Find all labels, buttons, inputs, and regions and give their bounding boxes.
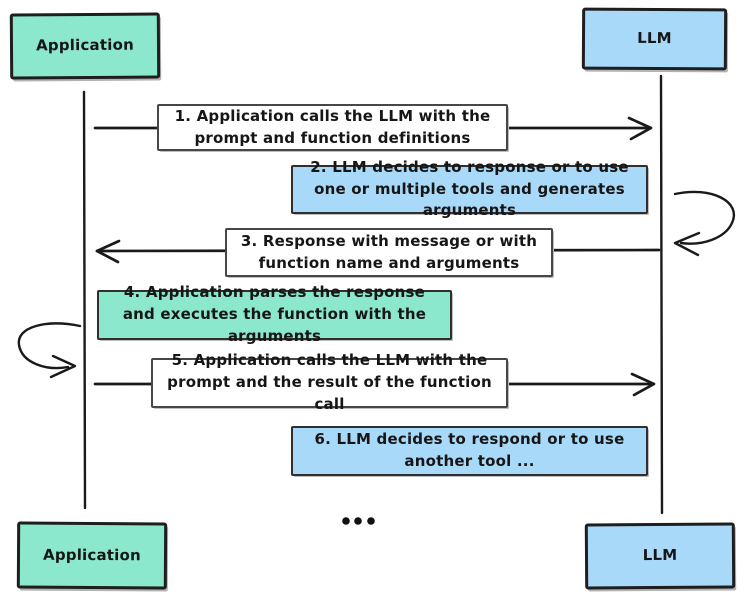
actor-llm-bottom: LLM [584, 522, 736, 590]
actor-application-bottom: Application [16, 521, 168, 590]
actor-application-top-label: Application [35, 35, 134, 55]
message-2-text: 2. LLM decides to response or to use one… [310, 157, 629, 220]
message-4-box: 4. Application parses the response and e… [97, 283, 452, 345]
actor-llm-bottom-label: LLM [642, 546, 678, 565]
message-5-box: 5. Application calls the LLM with the pr… [151, 351, 508, 413]
message-1-text: 1. Application calls the LLM with the pr… [174, 106, 491, 147]
actor-application-top: Application [9, 12, 161, 80]
llm-self-loop-arrow [673, 190, 736, 245]
actor-llm-top-label: LLM [637, 29, 672, 48]
application-lifeline [82, 90, 87, 510]
message-3-box: 3. Response with message or with functio… [225, 228, 553, 277]
actor-application-bottom-label: Application [42, 545, 141, 564]
message-5-arrowhead-icon [630, 372, 656, 397]
message-6-box: 6. LLM decides to respond or to use anot… [291, 426, 648, 476]
message-5-text: 5. Application calls the LLM with the pr… [167, 351, 492, 413]
message-6-text: 6. LLM decides to respond or to use anot… [314, 430, 625, 470]
message-1-box: 1. Application calls the LLM with the pr… [157, 104, 508, 151]
message-1-arrowhead-icon [627, 116, 653, 141]
message-3-arrowhead-icon [95, 239, 121, 264]
message-2-box: 2. LLM decides to response or to use one… [291, 158, 648, 219]
llm-lifeline [659, 74, 664, 515]
message-3-text: 3. Response with message or with functio… [240, 231, 538, 272]
application-self-loop-arrowhead-icon [49, 354, 77, 379]
actor-llm-top: LLM [581, 7, 728, 71]
application-self-loop-arrow [17, 322, 82, 370]
continuation-dots-icon [342, 517, 375, 525]
llm-self-loop-arrowhead-icon [673, 231, 701, 257]
message-4-text: 4. Application parses the response and e… [122, 283, 427, 345]
